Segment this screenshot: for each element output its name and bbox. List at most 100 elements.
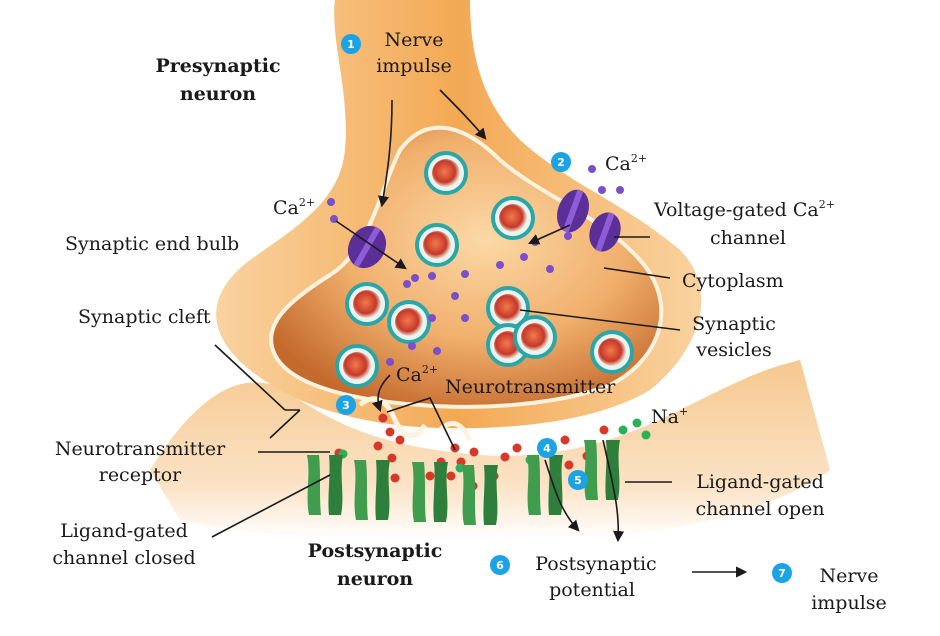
neurotransmitter-molecule bbox=[395, 435, 405, 445]
vesicle bbox=[491, 196, 535, 240]
channel-subunit bbox=[433, 462, 448, 522]
voltage-gated-label-line1: Voltage-gated Ca2+ bbox=[653, 198, 835, 221]
postsynaptic-title-line2: neuron bbox=[337, 568, 413, 590]
ca-label-left: Ca2+ bbox=[273, 196, 315, 219]
calcium-ion bbox=[411, 274, 419, 282]
calcium-ion bbox=[386, 358, 394, 366]
vesicle-content bbox=[423, 231, 451, 259]
channel-subunit bbox=[584, 440, 598, 500]
svg-text:4: 4 bbox=[543, 442, 551, 455]
vesicle bbox=[335, 344, 379, 388]
voltage-gated-label-line2: channel bbox=[710, 227, 786, 249]
neurotransmitter-molecule bbox=[425, 471, 435, 481]
synaptic-vesicles-label-line2: vesicles bbox=[695, 339, 772, 361]
vesicle bbox=[345, 282, 389, 326]
neurotransmitter-molecule bbox=[500, 452, 510, 462]
ligand-gated-channel-closed bbox=[412, 462, 448, 522]
channel-subunit bbox=[328, 455, 343, 515]
step-badge-4: 4 bbox=[537, 438, 557, 458]
vesicle-content bbox=[395, 308, 423, 336]
synaptic-end-bulb-label: Synaptic end bulb bbox=[65, 233, 239, 255]
ligand-gated-channel-open bbox=[584, 440, 620, 500]
voltage-gated-channel-right-2 bbox=[589, 212, 621, 252]
vesicle-content bbox=[499, 204, 527, 232]
leader-ligand-closed bbox=[211, 474, 331, 538]
postsynaptic-potential-line2: potential bbox=[549, 579, 635, 601]
channel-subunit bbox=[483, 465, 498, 525]
ligand-closed-label-line2: channel closed bbox=[52, 547, 195, 569]
neurotransmitter-molecule bbox=[385, 427, 395, 437]
calcium-ion bbox=[461, 270, 469, 278]
neurotransmitter-molecule bbox=[373, 441, 383, 451]
vesicle-content bbox=[521, 323, 549, 351]
neurotransmitter-molecule bbox=[446, 471, 456, 481]
svg-text:5: 5 bbox=[574, 474, 582, 487]
calcium-ion bbox=[408, 342, 416, 350]
leader-vesicles bbox=[519, 309, 681, 331]
ca-label-right: Ca2+ bbox=[605, 152, 647, 175]
step-badge-2: 2 bbox=[551, 152, 571, 172]
synaptic-vesicles bbox=[335, 151, 634, 388]
channel-subunit bbox=[412, 462, 426, 522]
calcium-ion bbox=[461, 314, 469, 322]
ligand-gated-channel-closed bbox=[462, 465, 498, 525]
sodium-ion bbox=[641, 430, 651, 440]
arrow-impulse-left bbox=[377, 99, 393, 208]
calcium-ion bbox=[327, 198, 335, 206]
nerve-impulse-in-line2: impulse bbox=[376, 55, 452, 77]
neurotransmitter-molecule bbox=[378, 413, 388, 423]
presynaptic-title-line2: neuron bbox=[180, 83, 256, 105]
arrow-impulse-right bbox=[439, 89, 487, 140]
calcium-ion bbox=[451, 292, 459, 300]
ligand-gated-channel-closed bbox=[307, 455, 343, 515]
calcium-ion bbox=[616, 186, 624, 194]
arrow-to-potential-2 bbox=[602, 439, 625, 543]
membrane-fold bbox=[358, 396, 473, 442]
channel-subunit bbox=[375, 460, 390, 520]
neurotransmitter-molecule bbox=[599, 425, 609, 435]
channel-subunit bbox=[354, 460, 368, 520]
vesicle bbox=[415, 223, 459, 267]
vesicle-content bbox=[494, 294, 522, 322]
arrow-ca-entry-right bbox=[527, 224, 571, 245]
svg-text:6: 6 bbox=[496, 559, 504, 572]
vesicle-content bbox=[343, 352, 371, 380]
svg-text:1: 1 bbox=[347, 38, 355, 51]
calcium-ion bbox=[588, 165, 596, 173]
calcium-ion bbox=[520, 253, 528, 261]
presynaptic-title-line1: Presynaptic bbox=[155, 55, 280, 77]
neurotransmitter-molecule bbox=[560, 435, 570, 445]
arrow-ca-entry-left bbox=[335, 220, 407, 270]
vesicle bbox=[590, 330, 634, 374]
postsynaptic-title-line1: Postsynaptic bbox=[308, 540, 443, 562]
calcium-ion bbox=[403, 280, 411, 288]
arrow-ca-to-release bbox=[371, 374, 391, 413]
synaptic-vesicles-label-line1: Synaptic bbox=[692, 313, 776, 335]
arrow-to-potential-1 bbox=[544, 459, 580, 532]
channel-subunit bbox=[462, 465, 476, 525]
leader-synaptic-cleft bbox=[214, 344, 301, 439]
step-badge-6: 6 bbox=[490, 555, 510, 575]
step-badge-5: 5 bbox=[568, 470, 588, 490]
vesicle bbox=[513, 315, 557, 359]
ligand-gated-channel-closed bbox=[354, 460, 390, 520]
leader-neurotransmitter bbox=[386, 397, 456, 451]
svg-text:7: 7 bbox=[778, 567, 786, 580]
channel-subunit bbox=[307, 455, 321, 515]
neurotransmitter-label: Neurotransmitter bbox=[445, 376, 616, 398]
channel-subunit bbox=[605, 440, 620, 500]
neurotransmitter-molecule bbox=[469, 447, 479, 457]
vesicle bbox=[424, 151, 468, 195]
voltage-gated-channel-right-1 bbox=[557, 189, 589, 233]
ligand-closed-label-line1: Ligand-gated bbox=[60, 520, 188, 542]
step-badge-7: 7 bbox=[772, 563, 792, 583]
calcium-ion bbox=[496, 261, 504, 269]
nerve-impulse-out-line1: Nerve bbox=[820, 565, 879, 587]
sodium-ion bbox=[618, 425, 628, 435]
ligand-gated-channels bbox=[307, 440, 620, 525]
nerve-impulse-out-line2: impulse bbox=[811, 592, 887, 614]
cytoplasm-label: Cytoplasm bbox=[682, 270, 784, 292]
postsynaptic-potential-line1: Postsynaptic bbox=[535, 553, 656, 575]
